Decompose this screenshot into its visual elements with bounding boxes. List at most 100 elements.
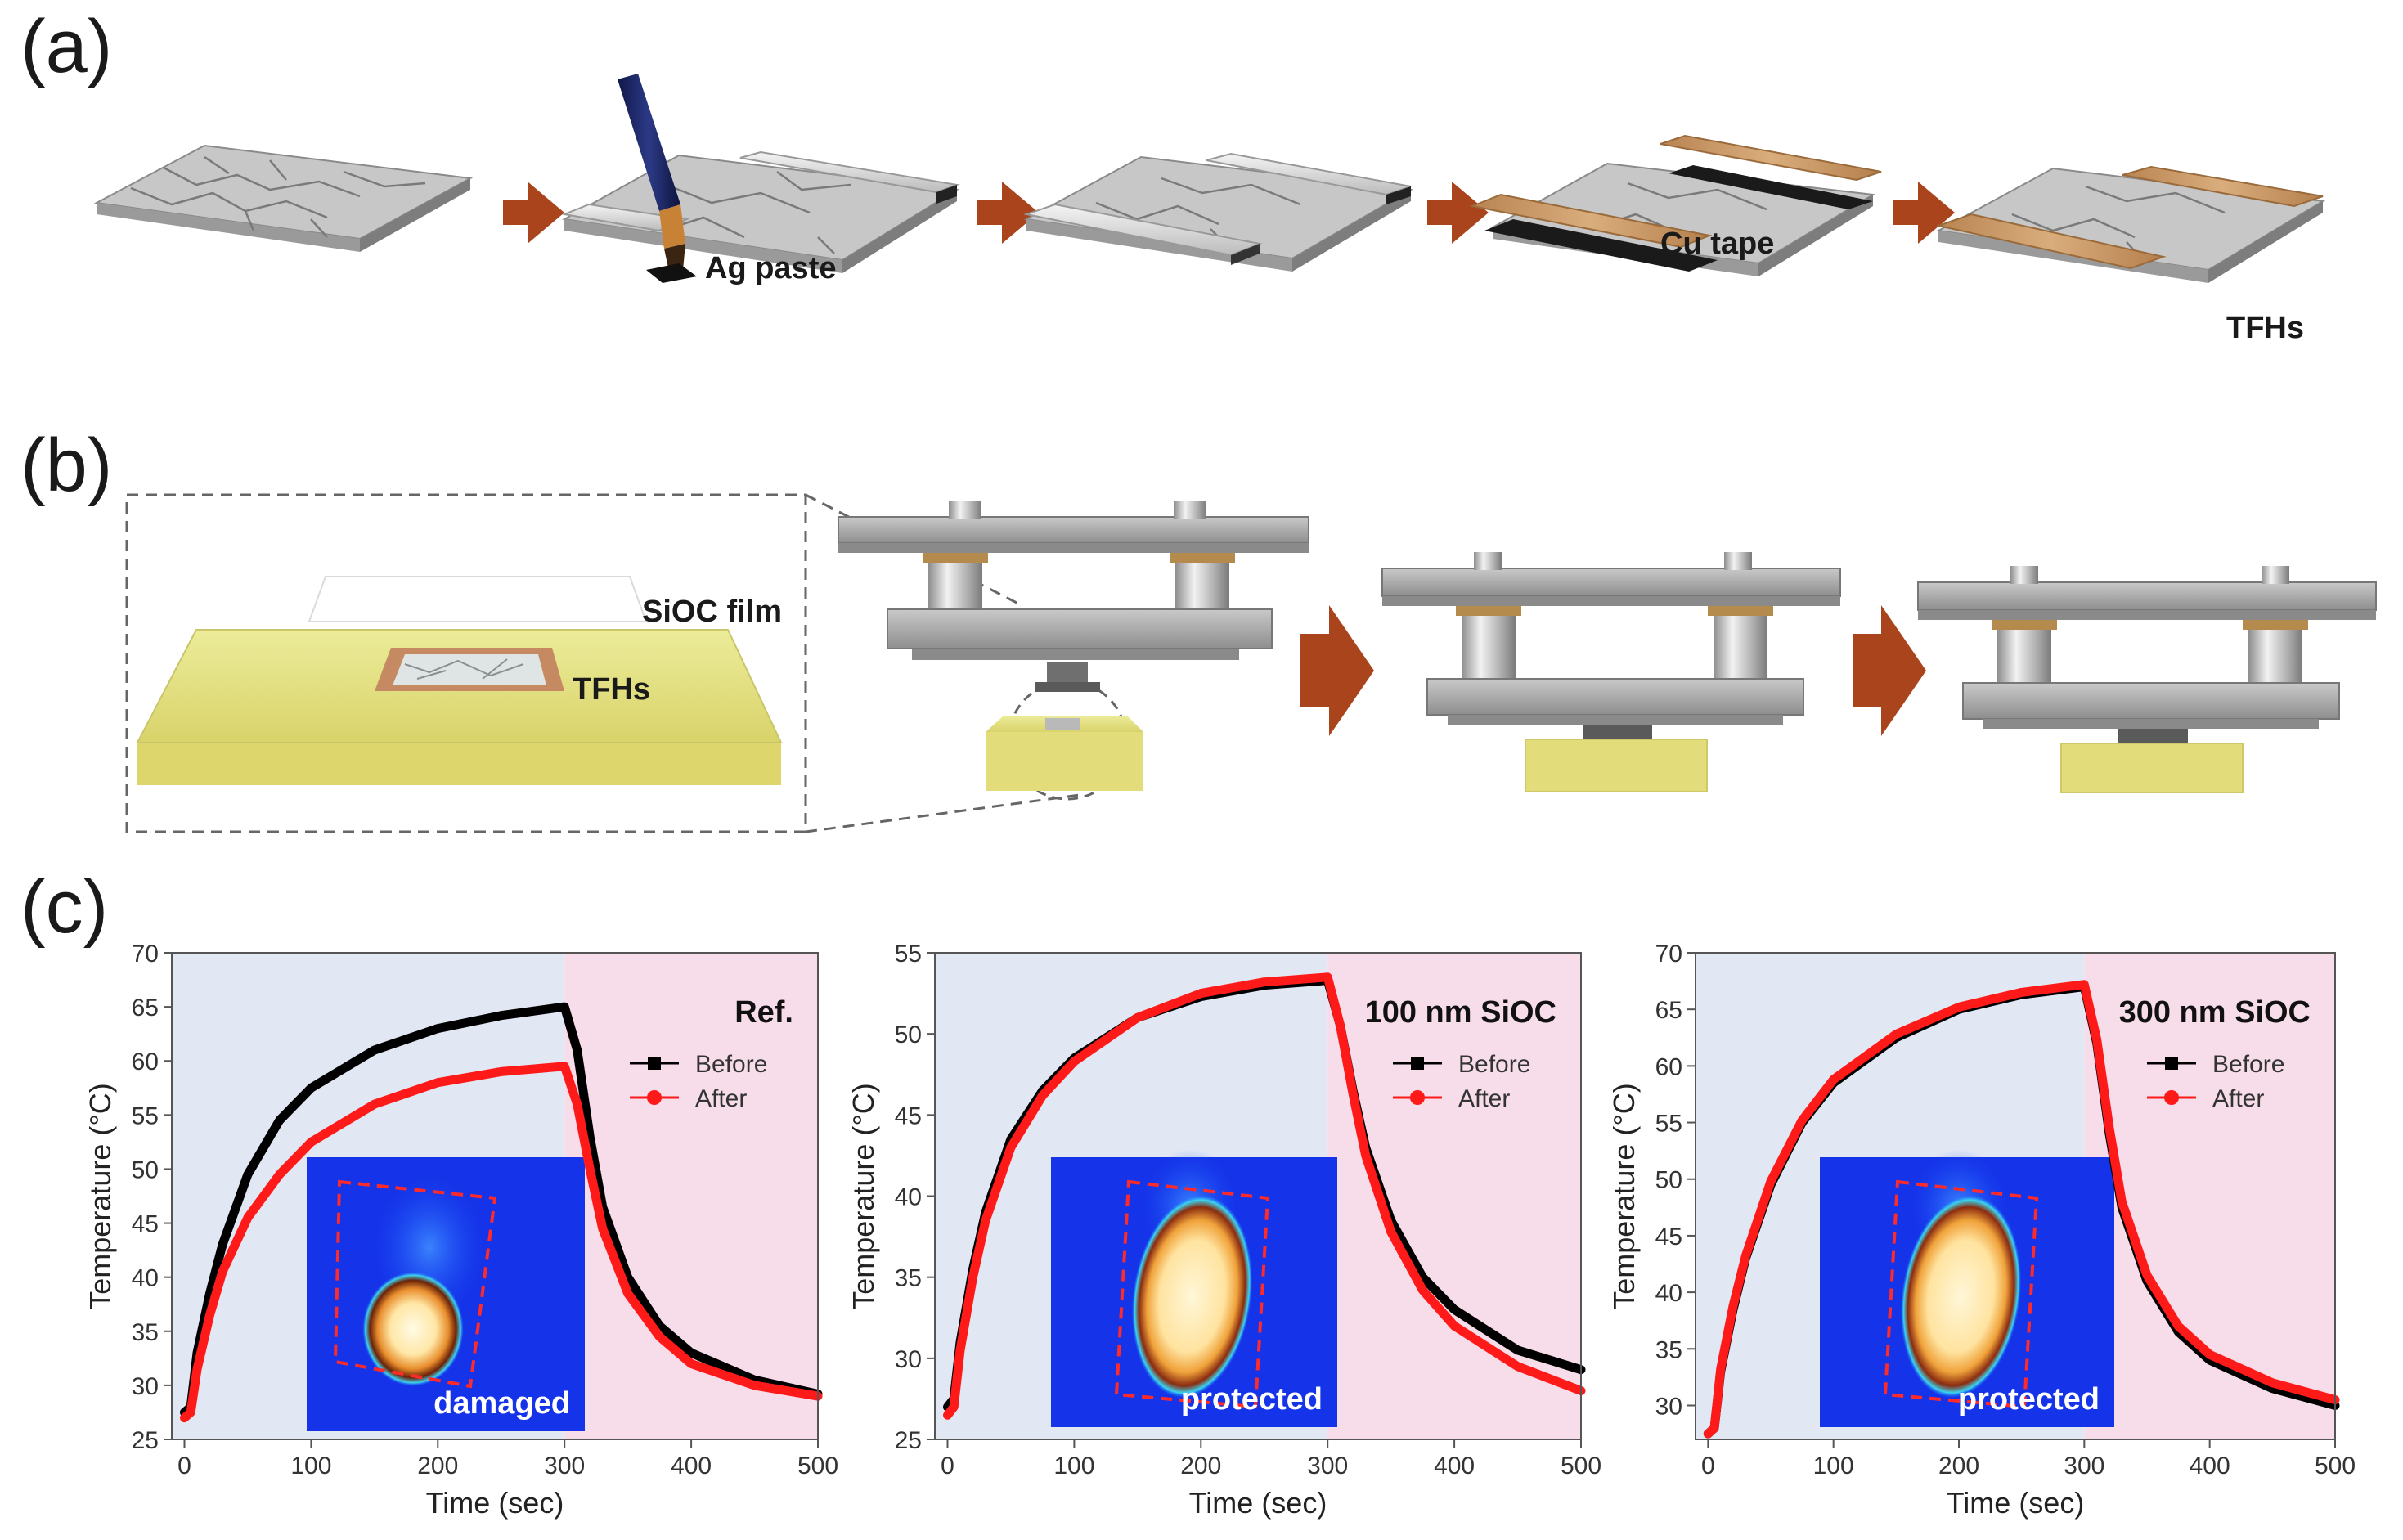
hot-spot (1125, 1192, 1260, 1400)
data-point (1893, 1031, 1899, 1037)
data-point (574, 1102, 580, 1107)
data-point (308, 1139, 314, 1145)
data-point (1134, 1015, 1140, 1021)
process-arrow-5 (1300, 605, 1374, 736)
x-tick-label: 500 (797, 1452, 838, 1479)
data-point (219, 1242, 225, 1247)
x-axis-label: Time (sec) (1947, 1486, 2085, 1520)
film-step-3 (1023, 152, 1414, 272)
data-point (245, 1214, 250, 1220)
legend-marker (2164, 1090, 2179, 1105)
panel-b: (b) SiOC film TFHs (20, 424, 2377, 833)
x-tick-label: 100 (1813, 1452, 1854, 1479)
data-point (371, 1102, 377, 1107)
inset-label: damaged (433, 1386, 570, 1421)
plot-frame (1695, 952, 2336, 1440)
legend-marker (647, 1090, 662, 1105)
data-point (2019, 990, 2024, 995)
y-tick-label: 65 (132, 994, 159, 1021)
x-tick-label: 300 (544, 1452, 585, 1479)
process-arrow-1 (503, 182, 564, 244)
y-tick-label: 55 (895, 941, 922, 968)
data-point (1830, 1076, 1836, 1082)
electrode-outline (1114, 1179, 1270, 1409)
data-point (371, 1048, 377, 1053)
ag-paste-label: Ag paste (705, 251, 836, 285)
thermal-inset: damaged (307, 1157, 585, 1431)
data-point (435, 1080, 441, 1085)
y-tick-label: 50 (1655, 1167, 1682, 1194)
inset-label: protected (1958, 1382, 2100, 1417)
data-point (498, 1069, 504, 1075)
tfhs-label-b: TFHs (573, 672, 650, 707)
data-point (1388, 1229, 1394, 1235)
data-point (689, 1361, 694, 1367)
x-tick-label: 400 (671, 1452, 712, 1479)
y-tick-label: 25 (132, 1427, 159, 1454)
x-tick-label: 100 (1053, 1452, 1094, 1479)
panel-a: (a) Ag paste (20, 5, 2326, 345)
legend-label: After (2212, 1085, 2264, 1112)
x-tick-label: 300 (1307, 1452, 1348, 1479)
y-tick-label: 45 (895, 1102, 922, 1129)
series-line-before (180, 1002, 823, 1417)
electrode-outline (333, 1179, 497, 1389)
data-point (752, 1382, 757, 1388)
data-point (1363, 1152, 1368, 1158)
y-tick-label: 35 (895, 1265, 922, 1292)
legend-marker (2165, 1057, 2178, 1070)
process-arrow-6 (1853, 605, 1926, 736)
press-open (838, 501, 1309, 791)
hot-spot (1893, 1192, 2028, 1400)
x-tick-label: 500 (2315, 1452, 2356, 1479)
x-tick-label: 0 (177, 1452, 191, 1479)
y-tick-label: 70 (132, 941, 159, 968)
data-point (1712, 1426, 1717, 1431)
data-point (2094, 1037, 2100, 1043)
data-point (2176, 1323, 2181, 1329)
y-tick-label: 70 (1655, 941, 1682, 968)
data-point (207, 1312, 213, 1318)
data-point (308, 1085, 314, 1091)
plot-frame (171, 952, 819, 1440)
legend-label: After (1458, 1085, 1510, 1112)
data-point (657, 1323, 663, 1329)
legend-marker (1411, 1057, 1424, 1070)
x-tick-label: 400 (2190, 1452, 2230, 1479)
data-point (1420, 1274, 1426, 1280)
data-point (207, 1291, 213, 1296)
x-axis-label: Time (sec) (426, 1486, 564, 1520)
data-point (1768, 1179, 1773, 1184)
data-point (689, 1350, 694, 1356)
data-point (945, 1412, 950, 1418)
y-tick-label: 50 (895, 1021, 922, 1048)
data-point (2107, 1125, 2112, 1131)
data-point (245, 1172, 250, 1178)
data-point (1040, 1093, 1045, 1098)
series-line-after (180, 1062, 823, 1423)
y-tick-label: 30 (132, 1373, 159, 1400)
data-point (1008, 1145, 1013, 1150)
process-arrow-3 (1427, 182, 1489, 244)
y-tick-label: 25 (895, 1427, 922, 1454)
data-point (498, 1012, 504, 1018)
data-point (1515, 1347, 1520, 1353)
legend-marker (648, 1057, 661, 1070)
data-point (1071, 1058, 1077, 1064)
hot-spot (362, 1272, 464, 1386)
y-tick-label: 35 (1655, 1336, 1682, 1363)
data-point (957, 1347, 963, 1353)
data-point (562, 1063, 568, 1069)
tfhs-label-a: TFHs (2226, 311, 2304, 345)
legend-label: After (695, 1085, 747, 1112)
plot-title: 100 nm SiOC (1365, 995, 1556, 1030)
data-point (1452, 1307, 1458, 1313)
x-tick-label: 200 (1180, 1452, 1221, 1479)
legend-label: Before (2212, 1051, 2284, 1078)
data-point (276, 1117, 282, 1123)
data-point (1261, 979, 1267, 985)
data-point (219, 1269, 225, 1275)
